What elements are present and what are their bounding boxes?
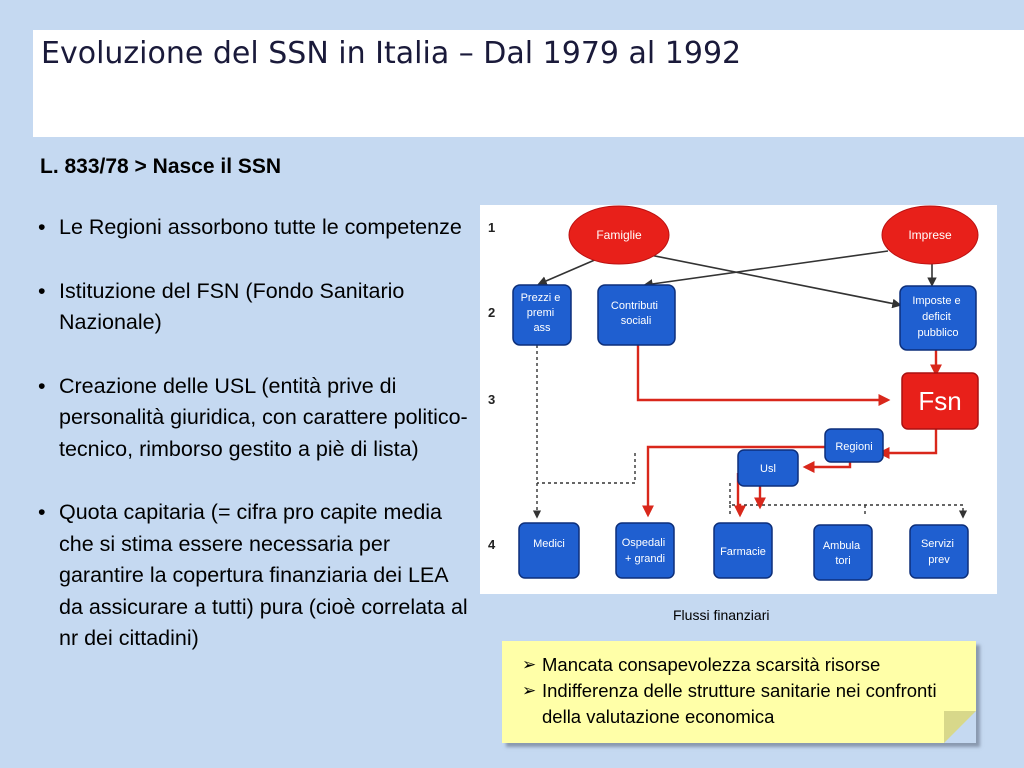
contributi-box [597, 284, 676, 346]
bullet-text: Quota capitaria (= cifra pro capite medi… [59, 500, 468, 650]
prezzi-box [512, 284, 572, 346]
medici-label: Medici [533, 538, 565, 550]
fsn-box [901, 372, 979, 430]
financial-flow-diagram: 1 2 3 4 Famig [480, 205, 997, 594]
regioni-box [824, 428, 884, 463]
note-text: Mancata consapevolezza scarsità risorse [542, 654, 881, 675]
ambulatori-box [813, 524, 873, 581]
note-item: ➢ Mancata consapevolezza scarsità risorse [522, 652, 966, 678]
ospedali-label: Ospedali + grandi [622, 537, 668, 565]
prezzi-label: Prezzi e premi ass [521, 292, 564, 334]
bullet-item: • Quota capitaria (= cifra pro capite med… [38, 497, 468, 655]
bullet-dot: • [38, 500, 46, 524]
bullet-list: • Le Regioni assorbono tutte le competenz… [38, 212, 468, 687]
usl-label: Usl [760, 463, 776, 475]
section-subtitle: L. 833/78 > Nasce il SSN [40, 155, 282, 178]
ospedali-box [615, 522, 675, 579]
note-item: ➢ Indifferenza delle strutture sanitarie … [522, 678, 966, 730]
bullet-item: • Le Regioni assorbono tutte le competenz… [38, 212, 468, 244]
medici-box [518, 522, 580, 579]
arrow-bullet-icon: ➢ [522, 681, 537, 700]
callout-note: ➢ Mancata consapevolezza scarsità risorse… [502, 641, 976, 743]
bullet-item: • Istituzione del FSN (Fondo Sanitario Na… [38, 276, 468, 339]
bullet-text: Creazione delle USL (entità prive di per… [59, 373, 468, 461]
farmacie-label: Farmacie [720, 546, 766, 558]
famiglie-label: Famiglie [596, 228, 642, 242]
ambulatori-label: Ambula tori [823, 540, 863, 567]
imposte-box [899, 285, 977, 351]
imprese-label: Imprese [908, 228, 952, 242]
famiglie-node [568, 205, 670, 265]
imposte-label: Imposte e deficit pubblico [912, 295, 963, 339]
level-label: 3 [488, 392, 495, 407]
servizi-label: Servizi prev [921, 538, 957, 566]
note-text: Indifferenza delle strutture sanitarie n… [542, 680, 937, 727]
usl-box [737, 449, 799, 487]
servizi-box [909, 524, 969, 579]
page-fold-corner [944, 711, 976, 743]
contributi-label: Contributi sociali [611, 300, 661, 327]
diagram-caption: Flussi finanziari [673, 607, 770, 623]
slide-title: Evoluzione del SSN in Italia – Dal 1979 … [41, 36, 742, 71]
farmacie-box [713, 522, 773, 579]
bullet-text: Istituzione del FSN (Fondo Sanitario Naz… [59, 278, 405, 335]
level-label: 1 [488, 220, 495, 235]
bullet-dot: • [38, 215, 46, 239]
title-bar [33, 30, 1024, 137]
regioni-label: Regioni [835, 441, 872, 453]
level-label: 4 [488, 537, 496, 552]
level-label: 2 [488, 305, 495, 320]
imprese-node [881, 205, 979, 265]
bullet-dot: • [38, 278, 46, 303]
bullet-item: • Creazione delle USL (entità prive di pe… [38, 371, 468, 466]
bullet-text: Le Regioni assorbono tutte le competenze [59, 215, 462, 239]
arrow-bullet-icon: ➢ [522, 655, 537, 674]
fsn-label: Fsn [918, 386, 961, 416]
bullet-dot: • [38, 373, 46, 398]
